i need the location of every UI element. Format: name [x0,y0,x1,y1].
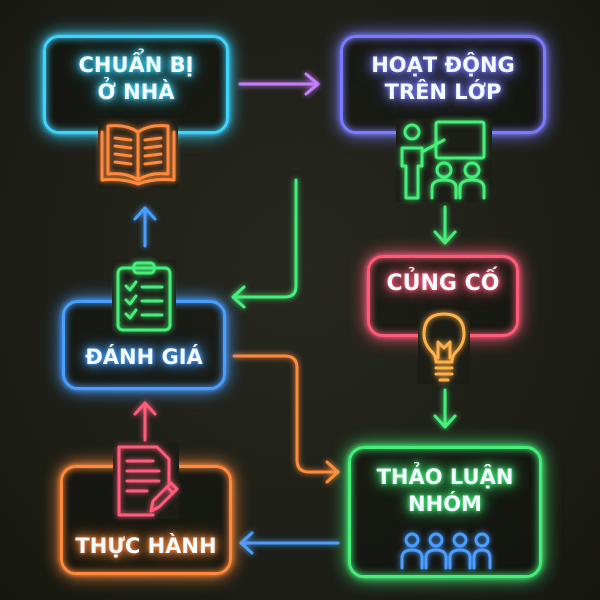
node-prepare-line2: Ở NHÀ [97,79,175,104]
node-class-activity-line2: TRÊN LỚP [384,79,502,104]
document-pencil-icon [113,443,179,519]
node-consolidate-label: CỦNG CỐ [367,270,519,298]
node-practice-label: THỰC HÀNH [60,533,232,560]
node-group-discussion-line1: THẢO LUẬN [376,465,514,489]
teacher-board-icon [396,118,492,202]
node-prepare-label: CHUẨN BỊ Ở NHÀ [43,52,229,106]
node-group-discussion-label: THẢO LUẬN NHÓM [348,464,542,518]
arrow-green-to-evaluate [231,178,298,309]
arrow-consolidate-to-group [433,388,457,429]
open-book-icon [98,118,178,188]
node-prepare-at-home[interactable] [43,35,229,134]
node-class-activity-line1: HOẠT ĐỘNG [371,53,515,77]
arrow-group-to-practice [239,531,340,555]
node-class-activity-label: HOẠT ĐỘNG TRÊN LỚP [340,52,546,106]
node-consolidate-line1: CỦNG CỐ [386,271,500,296]
arrow-practice-to-evaluate [133,401,157,442]
node-evaluate-label: ĐÁNH GIÁ [62,344,226,371]
arrow-evaluate-to-group [232,354,340,484]
node-group-discussion-line2: NHÓM [408,491,482,516]
node-class-activity[interactable] [340,35,546,134]
lightbulb-icon [418,310,470,384]
arrow-class-to-consolidate [433,205,457,245]
node-prepare-line1: CHUẨN BỊ [78,53,194,77]
node-evaluate-line1: ĐÁNH GIÁ [85,345,203,369]
clipboard-checklist-icon [112,260,176,332]
arrow-evaluate-to-prepare [133,206,157,248]
group-people-icon [398,528,494,576]
node-practice-line1: THỰC HÀNH [75,534,217,558]
arrow-prepare-to-class [238,72,320,96]
